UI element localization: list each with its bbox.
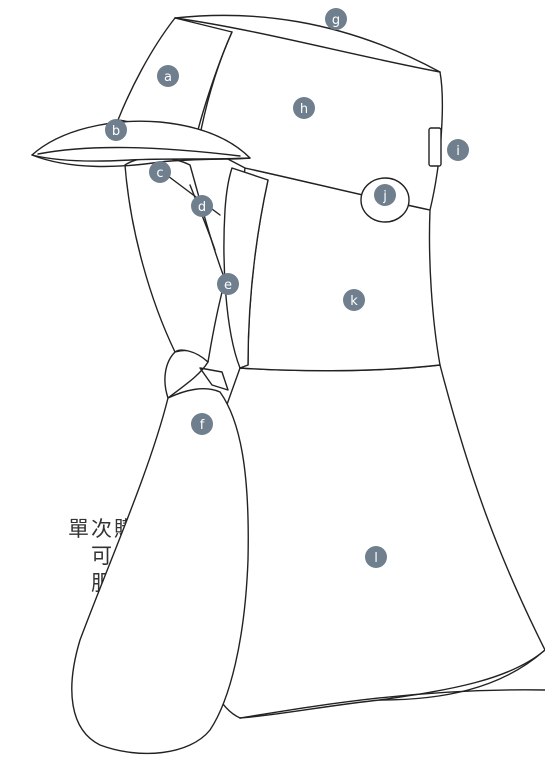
callout-label-a: a [164,70,172,85]
callout-label-e: e [224,278,232,293]
side-flap-left [124,156,226,363]
callout-h: h [293,97,315,119]
callout-i: i [447,139,469,161]
callout-b: b [105,119,127,141]
callout-a: a [157,65,179,87]
crown-seam-top [174,17,441,73]
callout-k: k [343,289,365,311]
callout-label-f: f [200,418,205,433]
callout-g: g [325,8,347,30]
callout-e: e [217,273,239,295]
side-strap [223,167,269,369]
callout-label-d: d [198,200,206,215]
side-tab [428,127,442,167]
callout-d: d [191,195,213,217]
cape-front-flap [71,388,249,755]
callout-label-b: b [112,124,120,139]
callout-f: f [191,413,213,435]
callout-j: j [374,184,396,206]
crown-seam-side [199,31,233,136]
callout-label-g: g [332,13,340,28]
callout-markers: a b c d e f g h [105,8,469,568]
callout-label-h: h [300,102,308,117]
callout-label-l: l [374,551,378,566]
cape-hem-line-2 [379,649,545,701]
callout-label-i: i [456,144,460,159]
callout-c: c [149,161,171,183]
callout-label-c: c [156,166,163,181]
callout-label-j: j [382,189,387,204]
clasp [199,367,229,391]
callout-label-k: k [350,294,358,309]
strap-d-line-2 [189,184,216,251]
cape-hem-line [239,689,545,719]
callout-l: l [365,546,387,568]
brim-edge [37,146,241,157]
